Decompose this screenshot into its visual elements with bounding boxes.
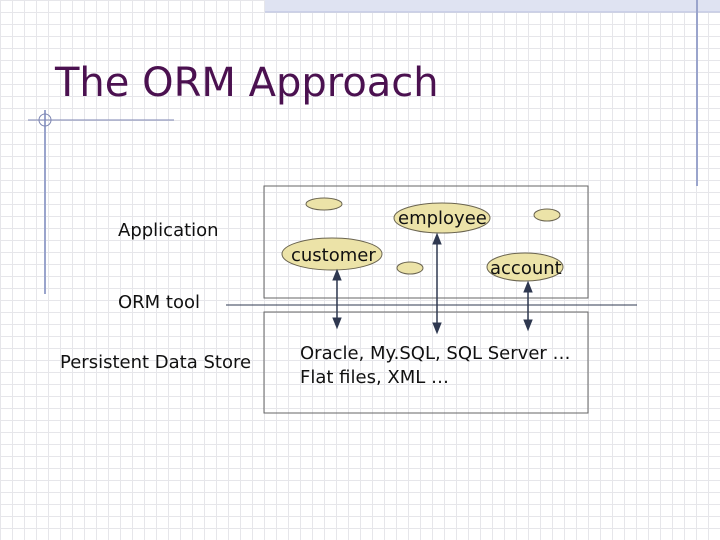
persistent-store-box bbox=[263, 311, 589, 414]
crosshair-circle-icon bbox=[38, 113, 52, 127]
application-box bbox=[263, 185, 589, 299]
employee-object-label: employee bbox=[398, 208, 487, 229]
application-layer-label: Application bbox=[118, 220, 219, 241]
arrow-employee bbox=[432, 232, 442, 335]
employee-ellipse bbox=[393, 202, 491, 234]
arrow-account bbox=[523, 280, 533, 332]
orm-tool-label: ORM tool bbox=[118, 292, 201, 313]
customer-ellipse bbox=[281, 237, 383, 271]
object-ellipse-small-2 bbox=[533, 208, 561, 222]
customer-object-label: customer bbox=[291, 245, 376, 266]
arrow-customer bbox=[332, 268, 342, 330]
account-ellipse bbox=[486, 252, 564, 282]
top-accent-bar bbox=[265, 0, 720, 12]
object-ellipse-small-3 bbox=[396, 261, 424, 275]
store-types-line-2: Flat files, XML … bbox=[300, 367, 450, 388]
object-ellipse-small-1 bbox=[305, 197, 343, 211]
persistent-store-label: Persistent Data Store bbox=[60, 352, 252, 373]
page-title: The ORM Approach bbox=[55, 60, 439, 106]
account-object-label: account bbox=[490, 258, 562, 279]
store-types-line-1: Oracle, My.SQL, SQL Server … bbox=[300, 343, 571, 364]
